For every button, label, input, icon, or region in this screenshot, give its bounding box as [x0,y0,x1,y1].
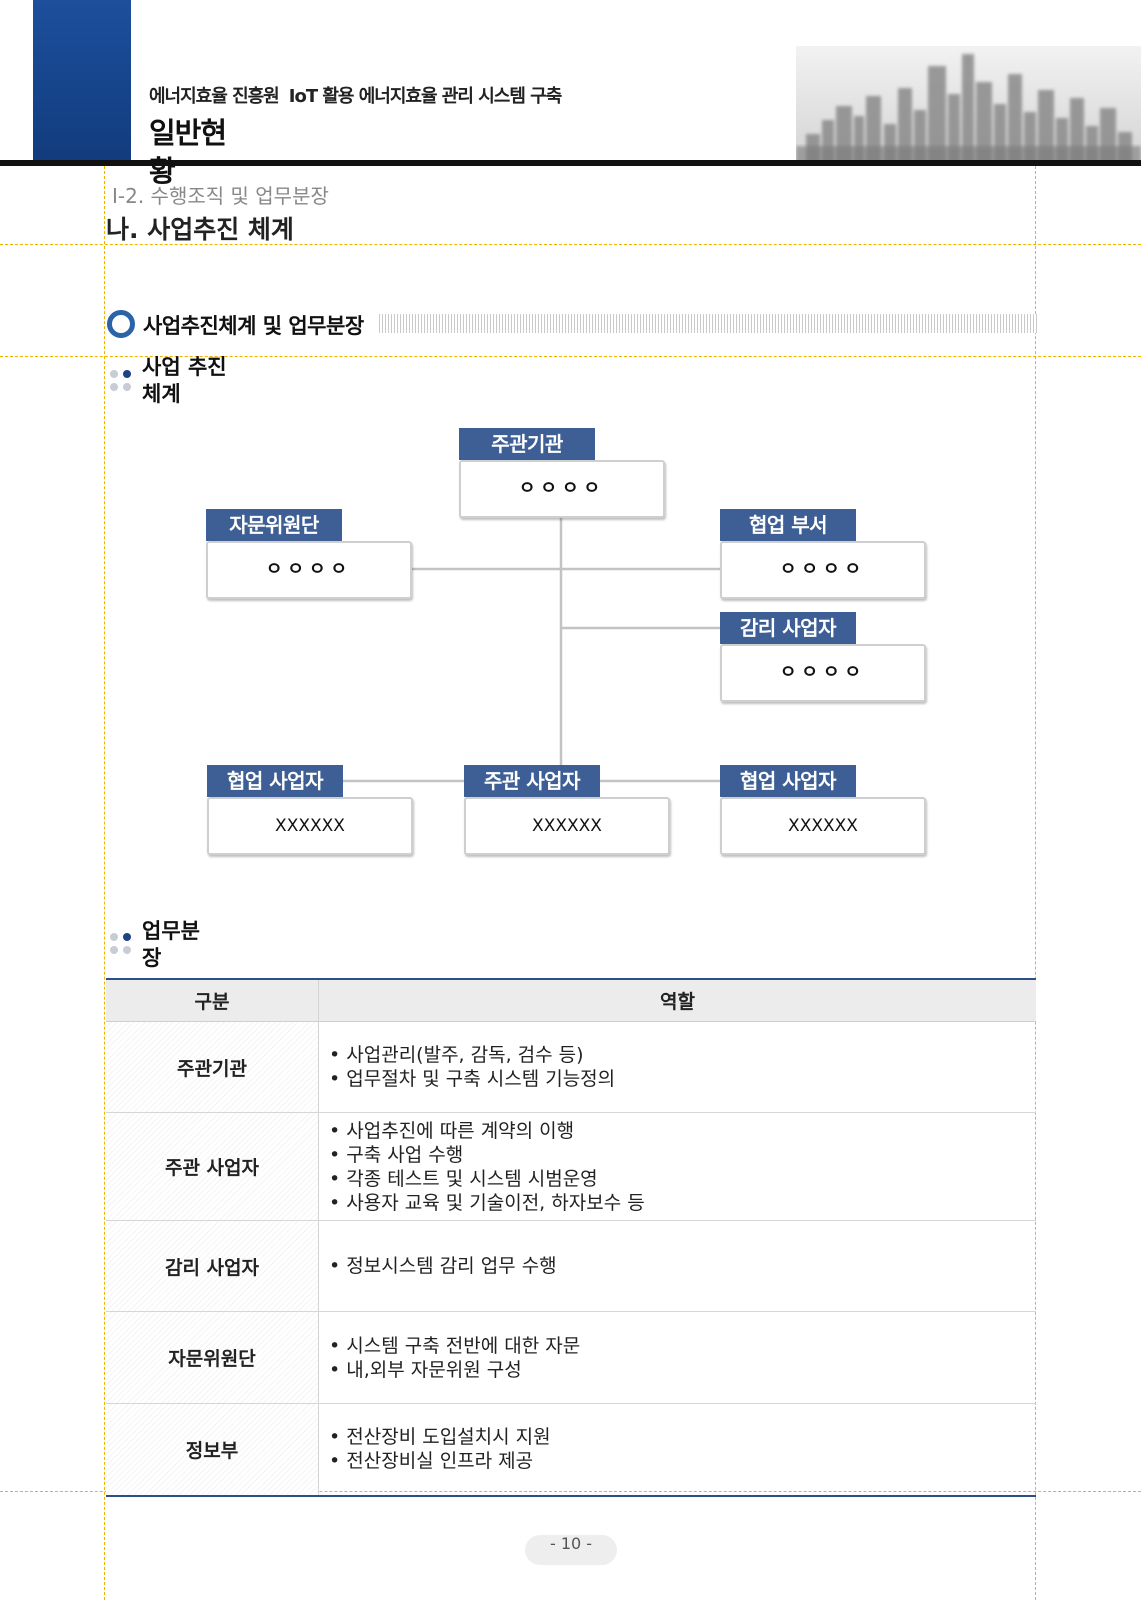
node-box: ㅇㅇㅇㅇ [720,541,926,599]
header-org: 에너지효율 진흥원 [149,86,280,107]
node-box: XXXXXX [464,797,670,855]
role-item: 사업관리(발주, 감독, 검수 등) [329,1043,1035,1067]
dots-icon [110,931,132,955]
header-subtitle: 에너지효율 진흥원 IoT 활용 에너지효율 관리 시스템 구축 [149,82,563,108]
node-title: 협업 사업자 [720,765,856,797]
node-title: 협업 부서 [720,509,856,541]
ring-icon [107,310,135,338]
header-blue-tab [33,0,131,163]
section-heading: 사업추진체계 및 업무분장 [107,309,1037,339]
node-box: ㅇㅇㅇㅇ [459,460,665,518]
node-title: 주관 사업자 [464,765,600,797]
breadcrumb: Ⅰ-2. 수행조직 및 업무분장 [112,184,329,208]
node-box: XXXXXX [720,797,926,855]
row-roles: 사업관리(발주, 감독, 검수 등) 업무절차 및 구축 시스템 기능정의 [318,1021,1036,1113]
node-box: XXXXXX [207,797,413,855]
node-title: 협업 사업자 [207,765,343,797]
table-header-row: 구분 역할 [106,978,1036,1022]
row-roles: 시스템 구축 전반에 대한 자문 내,외부 자문위원 구성 [318,1311,1036,1404]
guide-h1 [0,244,1141,245]
dots-icon [110,368,132,392]
role-item: 구축 사업 수행 [329,1143,1035,1167]
table-row: 감리 사업자 정보시스템 감리 업무 수행 [106,1220,1036,1312]
node-title: 감리 사업자 [720,612,856,644]
table-row: 정보부 전산장비 도입설치시 지원 전산장비실 인프라 제공 [106,1403,1036,1497]
subheading-structure: 사업 추진 체계 [142,355,227,406]
heading-hatch-bar [379,314,1037,333]
header-project: IoT 활용 에너지효율 관리 시스템 구축 [288,86,563,107]
row-category: 정보부 [106,1403,319,1497]
role-item: 내,외부 자문위원 구성 [329,1358,1035,1382]
row-category: 주관 사업자 [106,1112,319,1221]
section-heading-text: 사업추진체계 및 업무분장 [143,314,364,338]
table-row: 주관 사업자 사업추진에 따른 계약의 이행 구축 사업 수행 각종 테스트 및… [106,1112,1036,1221]
header-category: 구분 [106,978,319,1022]
node-value: ㅇㅇㅇㅇ [265,559,353,580]
table-row: 자문위원단 시스템 구축 전반에 대한 자문 내,외부 자문위원 구성 [106,1311,1036,1404]
node-title: 주관기관 [459,428,595,460]
role-item: 사업추진에 따른 계약의 이행 [329,1119,1035,1143]
row-roles: 사업추진에 따른 계약의 이행 구축 사업 수행 각종 테스트 및 시스템 시범… [318,1112,1036,1221]
guide-left [104,166,105,1600]
node-value: ㅇㅇㅇㅇ [518,478,606,499]
node-value: XXXXXX [275,816,345,836]
table-row: 주관기관 사업관리(발주, 감독, 검수 등) 업무절차 및 구축 시스템 기능… [106,1021,1036,1113]
role-item: 업무절차 및 구축 시스템 기능정의 [329,1067,1035,1091]
node-title: 자문위원단 [206,509,342,541]
node-value: ㅇㅇㅇㅇ [779,662,867,683]
row-roles: 전산장비 도입설치시 지원 전산장비실 인프라 제공 [318,1403,1036,1497]
page-number: - 10 - [525,1535,617,1565]
chapter-title: 일반현황 [149,116,227,188]
role-item: 전산장비실 인프라 제공 [329,1449,1035,1473]
role-item: 전산장비 도입설치시 지원 [329,1425,1035,1449]
roles-table: 구분 역할 주관기관 사업관리(발주, 감독, 검수 등) 업무절차 및 구축 … [106,978,1036,1497]
header-rule [0,160,1141,166]
node-box: ㅇㅇㅇㅇ [206,541,412,599]
city-skyline-image [796,46,1141,163]
node-value: XXXXXX [788,816,858,836]
guide-right [1035,166,1036,1600]
node-box: ㅇㅇㅇㅇ [720,644,926,702]
header-role: 역할 [318,978,1036,1022]
subheading-roles: 업무분장 [142,919,200,970]
role-item: 사용자 교육 및 기술이전, 하자보수 등 [329,1191,1035,1215]
section-title: 나. 사업추진 체계 [106,215,294,244]
row-category: 주관기관 [106,1021,319,1113]
row-category: 감리 사업자 [106,1220,319,1312]
node-value: XXXXXX [532,816,602,836]
role-item: 정보시스템 감리 업무 수행 [329,1254,1035,1278]
row-roles: 정보시스템 감리 업무 수행 [318,1220,1036,1312]
role-item: 각종 테스트 및 시스템 시범운영 [329,1167,1035,1191]
role-item: 시스템 구축 전반에 대한 자문 [329,1334,1035,1358]
node-value: ㅇㅇㅇㅇ [779,559,867,580]
guide-h2 [0,356,1141,357]
row-category: 자문위원단 [106,1311,319,1404]
